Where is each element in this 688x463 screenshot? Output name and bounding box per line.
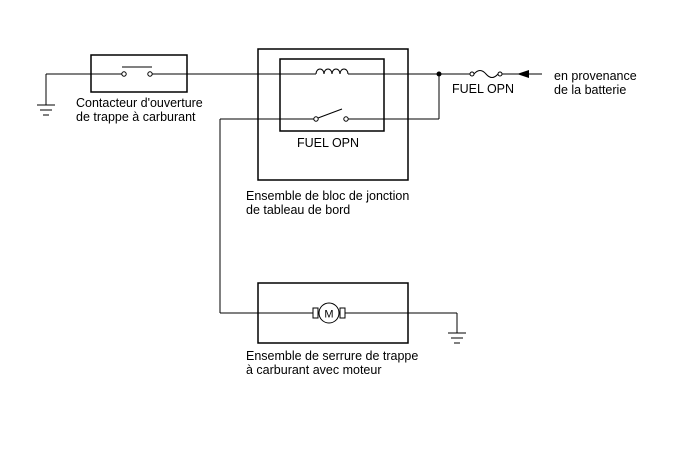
relay-coil-icon bbox=[315, 68, 349, 75]
battery-label-line2: de la batterie bbox=[554, 83, 626, 97]
relay-label: FUEL OPN bbox=[297, 136, 359, 150]
junction-block-label-line2: de tableau de bord bbox=[246, 203, 350, 217]
battery-label-line1: en provenance bbox=[554, 69, 637, 83]
door-switch bbox=[90, 54, 188, 93]
door-switch-label-line2: de trappe à carburant bbox=[76, 110, 196, 124]
door-switch-label-line1: Contacteur d'ouverture bbox=[76, 96, 203, 110]
motor-symbol: M bbox=[324, 309, 333, 321]
fuse-label: FUEL OPN bbox=[452, 82, 514, 96]
lock-assembly-label-line2: à carburant avec moteur bbox=[246, 363, 382, 377]
relay bbox=[279, 58, 385, 132]
lock-assembly-label-line1: Ensemble de serrure de trappe bbox=[246, 349, 418, 363]
arrow-icon bbox=[517, 70, 529, 78]
junction-block-label-line1: Ensemble de bloc de jonction bbox=[246, 189, 409, 203]
junction-block bbox=[257, 48, 409, 181]
ground-symbol-left bbox=[37, 74, 55, 116]
relay-contact-blade bbox=[317, 108, 343, 119]
fuse-icon bbox=[469, 70, 503, 78]
ground-symbol-right bbox=[448, 313, 466, 344]
